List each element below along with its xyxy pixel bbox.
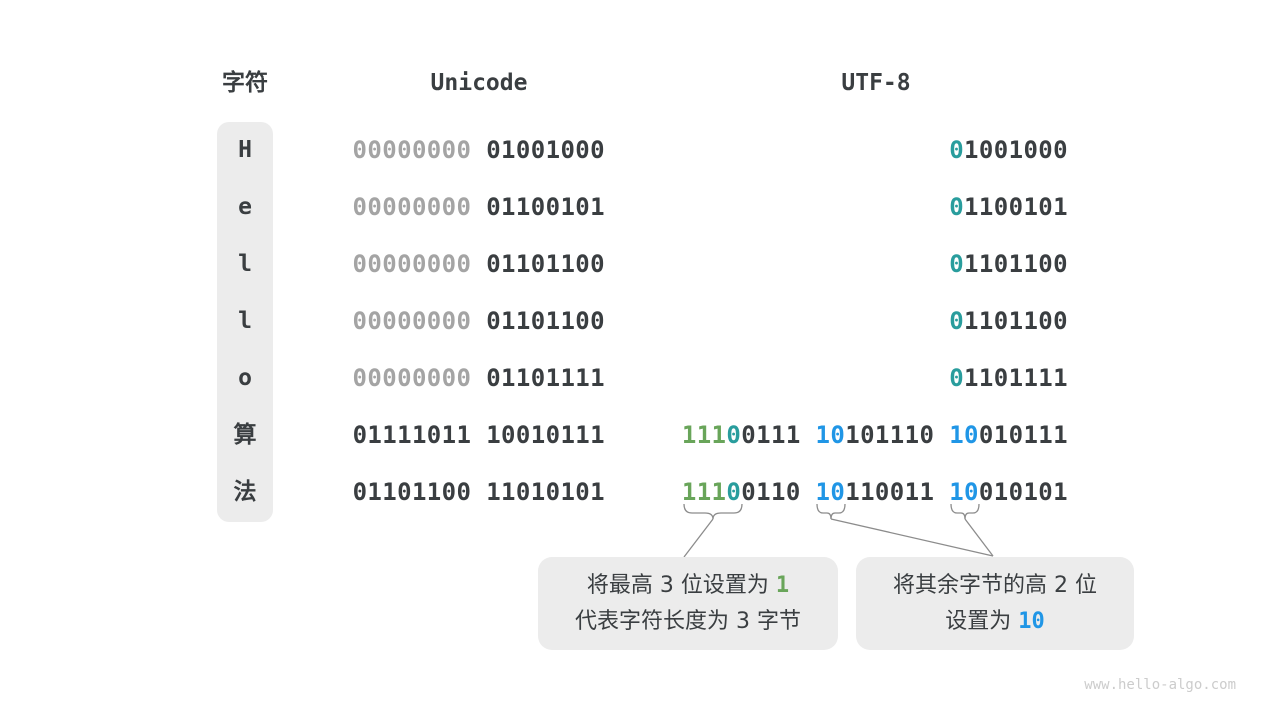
- utf8-value: 01101100: [949, 293, 1068, 350]
- utf8-bits-segment: 0110: [741, 478, 816, 506]
- callout-text-line: 设置为 10: [856, 604, 1134, 640]
- unicode-bits-segment: 00000000: [352, 250, 472, 278]
- unicode-bits-segment: 01111011 10010111: [352, 421, 605, 449]
- callout-text-segment: 将最高 3 位设置为: [586, 573, 776, 598]
- unicode-value: 00000000 01101111: [353, 350, 605, 407]
- utf8-bits-segment: 0: [949, 250, 965, 278]
- utf8-bits-segment: 10: [949, 478, 979, 506]
- unicode-bits-segment: 01101111: [486, 364, 605, 392]
- utf8-bits-segment: 0: [949, 364, 965, 392]
- utf8-value: 11100110 10110011 10010101: [682, 464, 1068, 521]
- utf8-bits-segment: 1101100: [964, 250, 1068, 278]
- utf8-bits-segment: 10: [815, 478, 846, 506]
- char-cell: l: [238, 308, 252, 334]
- unicode-bits-segment: 01101100: [486, 307, 605, 335]
- utf8-value: 01101111: [949, 350, 1068, 407]
- callout-text-segment: 10: [1018, 609, 1045, 634]
- unicode-bits-segment: [471, 193, 486, 221]
- char-cell: l: [238, 251, 252, 277]
- unicode-bits-segment: 00000000: [352, 364, 472, 392]
- utf8-bits-segment: 1001000: [964, 136, 1068, 164]
- unicode-bits-segment: 01101100: [486, 250, 605, 278]
- char-cell: e: [238, 194, 252, 220]
- utf8-value: 01100101: [949, 179, 1068, 236]
- connector-line-byte3-to-callout-2: [964, 518, 994, 557]
- utf8-bits-segment: 111: [681, 421, 727, 449]
- utf8-bits-segment: 110011: [845, 478, 950, 506]
- callout-text-segment: 将其余字节的高 2 位: [893, 573, 1097, 598]
- utf8-bits-segment: 0: [949, 136, 965, 164]
- callout-continuation-bits: 将其余字节的高 2 位设置为 10: [856, 557, 1134, 650]
- utf8-bits-segment: 010111: [978, 421, 1068, 449]
- utf8-bits-segment: 1100101: [964, 193, 1068, 221]
- connector-line-byte2-to-callout-2: [830, 518, 994, 557]
- utf8-bits-segment: 0: [726, 421, 742, 449]
- utf8-value: 01001000: [949, 122, 1068, 179]
- unicode-value: 01111011 10010111: [353, 407, 605, 464]
- connector-line-to-callout-1: [683, 518, 714, 558]
- char-cell: 法: [233, 479, 257, 505]
- unicode-bits-segment: [471, 250, 486, 278]
- utf8-bits-segment: 1101100: [964, 307, 1068, 335]
- column-header-character: 字符: [222, 70, 268, 96]
- unicode-bits-segment: 01001000: [486, 136, 605, 164]
- utf8-bits-segment: 0: [949, 307, 965, 335]
- watermark: www.hello-algo.com: [1084, 677, 1236, 693]
- unicode-value: 00000000 01001000: [353, 122, 605, 179]
- utf8-bits-segment: 0: [949, 193, 965, 221]
- unicode-bits-segment: 01100101: [486, 193, 605, 221]
- utf8-bits-segment: 10: [949, 421, 979, 449]
- utf8-bits-segment: 111: [681, 478, 727, 506]
- char-cell: 算: [233, 422, 257, 448]
- utf8-bits-segment: 1101111: [964, 364, 1068, 392]
- column-header-unicode: Unicode: [430, 70, 528, 96]
- unicode-bits-segment: 00000000: [352, 307, 472, 335]
- callout-leading-bits: 将最高 3 位设置为 1 代表字符长度为 3 字节: [538, 557, 838, 650]
- unicode-bits-segment: [471, 136, 486, 164]
- utf8-bits-segment: 0: [726, 478, 742, 506]
- unicode-value: 01101100 11010101: [353, 464, 605, 521]
- callout-text-line: 将最高 3 位设置为 1: [538, 568, 838, 604]
- utf8-bits-segment: 010101: [978, 478, 1068, 506]
- utf8-value: 01101100: [949, 236, 1068, 293]
- callout-text-line: 将其余字节的高 2 位: [856, 568, 1134, 604]
- unicode-bits-segment: 01101100 11010101: [352, 478, 605, 506]
- callout-text-segment: 1: [775, 573, 790, 598]
- unicode-value: 00000000 01100101: [353, 179, 605, 236]
- utf8-bits-segment: 101110: [845, 421, 950, 449]
- unicode-bits-segment: [471, 364, 486, 392]
- utf8-value: 11100111 10101110 10010111: [682, 407, 1068, 464]
- char-cell: o: [238, 365, 252, 391]
- callout-text-line: 代表字符长度为 3 字节: [538, 604, 838, 640]
- unicode-bits-segment: [471, 307, 486, 335]
- utf8-bits-segment: 0111: [741, 421, 816, 449]
- unicode-value: 00000000 01101100: [353, 293, 605, 350]
- unicode-bits-segment: 00000000: [352, 136, 472, 164]
- column-header-utf8: UTF-8: [841, 70, 911, 96]
- callout-text-segment: 设置为: [945, 609, 1019, 634]
- callout-text-segment: 代表字符长度为 3 字节: [575, 609, 801, 634]
- unicode-value: 00000000 01101100: [353, 236, 605, 293]
- char-cell: H: [238, 137, 252, 163]
- unicode-bits-segment: 00000000: [352, 193, 472, 221]
- utf8-bits-segment: 10: [815, 421, 846, 449]
